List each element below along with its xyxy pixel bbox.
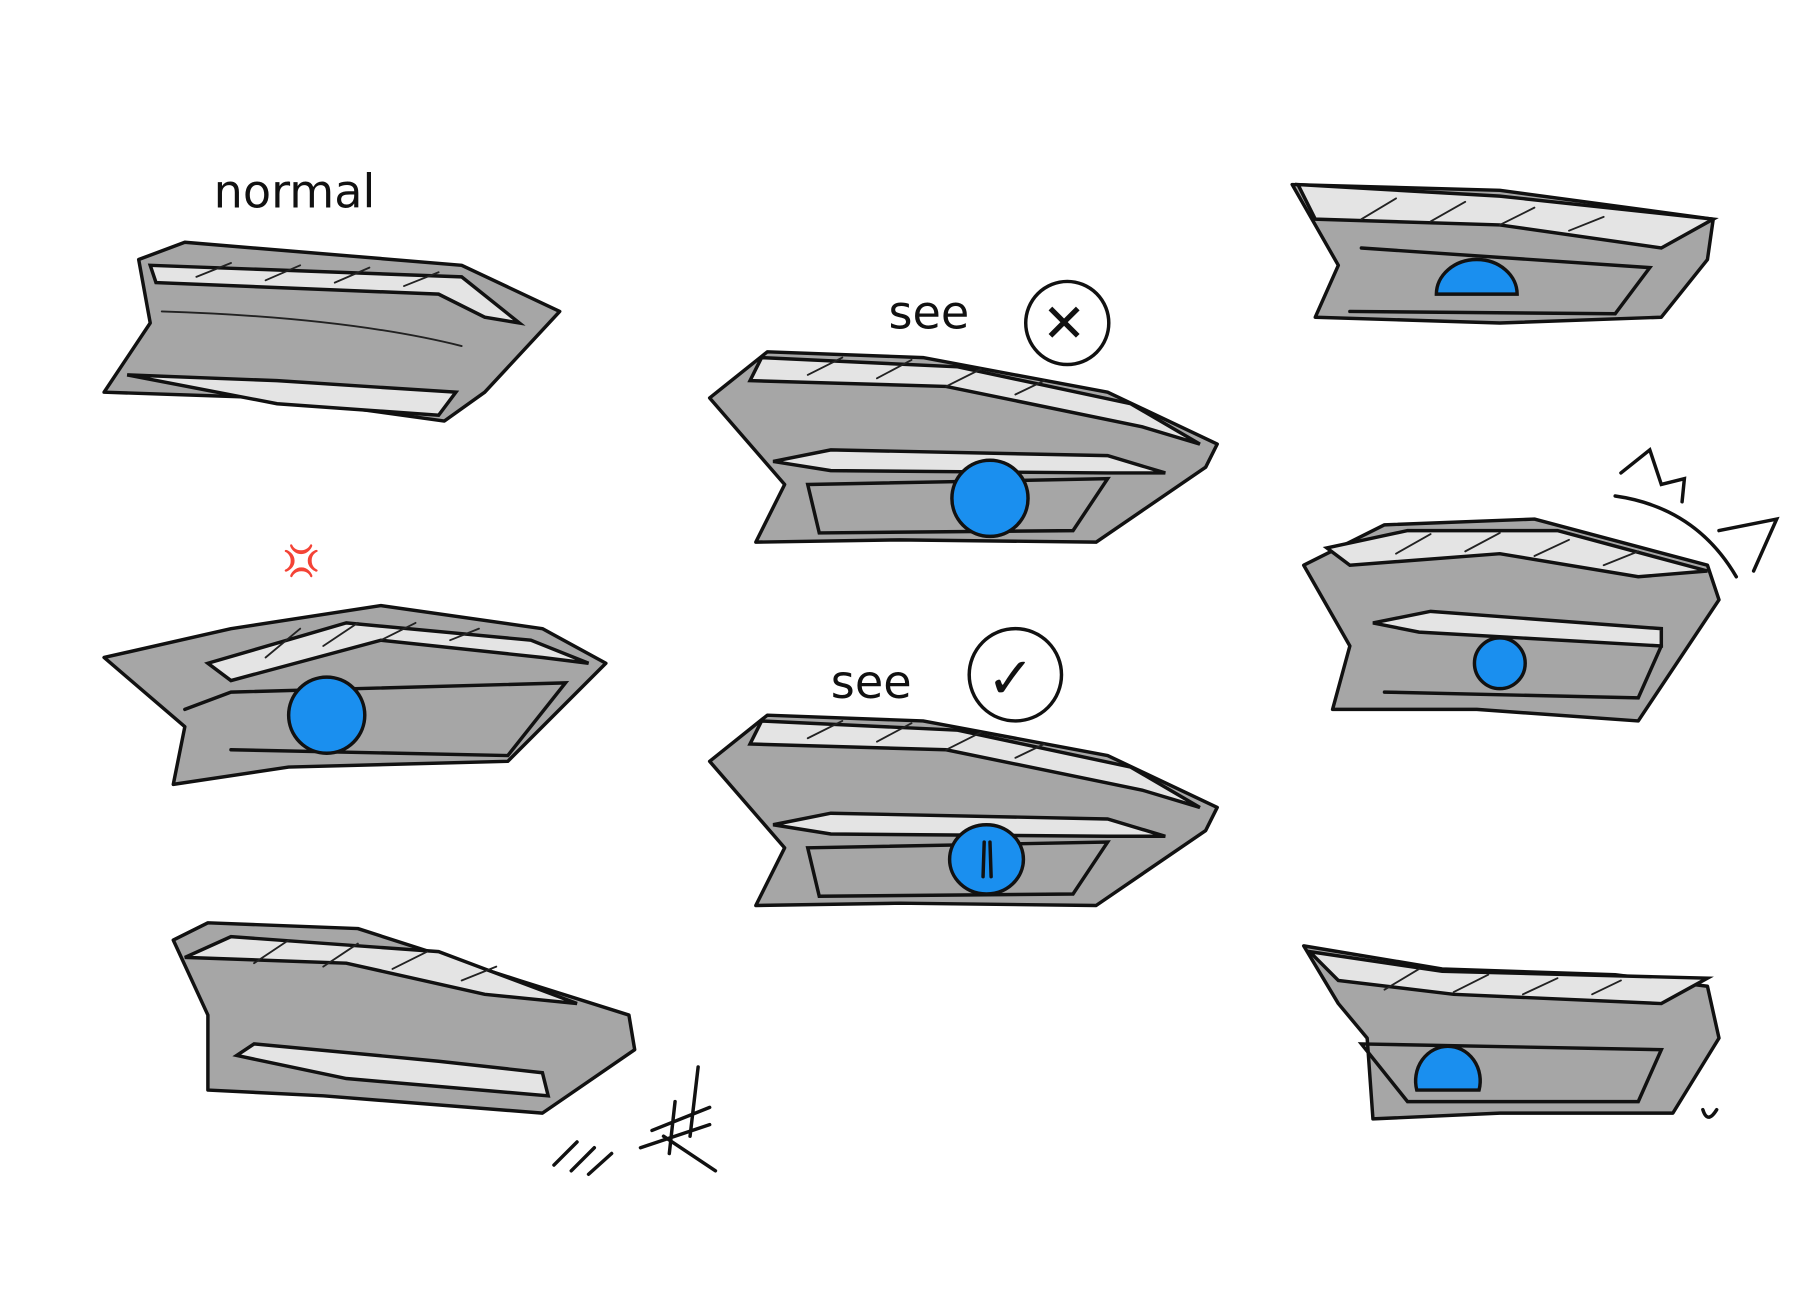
label-see-right: see	[831, 655, 912, 709]
eye-see-right: see ✓	[707, 626, 1219, 908]
eye-closed	[171, 921, 718, 1176]
wrong-mark-circle	[1024, 279, 1111, 367]
wrong-mark-icon: ✕	[1042, 292, 1086, 354]
right-mark-circle	[967, 626, 1064, 723]
label-normal: normal	[214, 165, 376, 219]
eye-half-closed	[1290, 182, 1719, 325]
anger-symbol-icon: 💢	[283, 543, 320, 579]
eye-startled	[1301, 446, 1780, 723]
eye-angry: 💢	[102, 543, 608, 787]
eye-see-wrong: see ✕	[707, 279, 1219, 544]
label-see-wrong: see	[888, 286, 969, 340]
eye-sad	[1301, 944, 1721, 1121]
eye-normal: normal	[102, 165, 562, 423]
check-mark-icon: ✓	[987, 644, 1035, 712]
